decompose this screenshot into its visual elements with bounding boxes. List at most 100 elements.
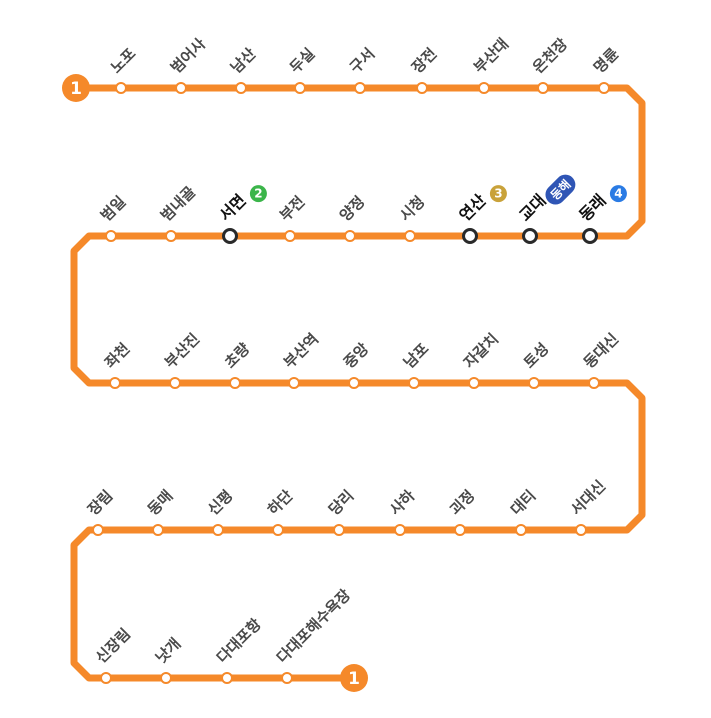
station-marker — [598, 82, 610, 94]
station-marker — [212, 524, 224, 536]
station-marker — [105, 230, 117, 242]
station-marker — [294, 82, 306, 94]
station-label: 자갈치 — [460, 330, 502, 372]
station-marker — [478, 82, 490, 94]
line-start-marker: 1 — [62, 74, 90, 102]
station-marker — [354, 82, 366, 94]
station-label: 초량 — [221, 339, 253, 371]
station-label: 교대 — [515, 191, 549, 225]
station-label: 남포 — [400, 339, 432, 371]
station-label: 괴정 — [446, 487, 478, 519]
stations-layer — [92, 82, 610, 684]
station-label: 부전 — [276, 193, 308, 225]
badge-shape — [609, 185, 627, 203]
station-label: 명륜 — [590, 44, 622, 76]
station-marker — [100, 672, 112, 684]
station-label: 범내골 — [157, 183, 199, 225]
station-marker — [221, 672, 233, 684]
line-number-label: 1 — [70, 79, 82, 99]
station-label: 동매 — [144, 487, 176, 519]
station-marker — [468, 377, 480, 389]
station-label: 다대포해수욕장 — [273, 586, 354, 667]
station-marker — [169, 377, 181, 389]
station-label: 장전 — [408, 45, 440, 77]
badge-shape — [489, 185, 507, 203]
station-label: 좌천 — [101, 340, 133, 372]
station-marker — [281, 672, 293, 684]
station-marker — [109, 377, 121, 389]
station-marker — [333, 524, 345, 536]
line-number-label: 1 — [348, 669, 360, 689]
transfer-badge: 4 — [609, 185, 627, 203]
station-marker — [165, 230, 177, 242]
station-label: 서대신 — [567, 477, 609, 519]
station-label: 서면 — [215, 191, 249, 225]
badge-label: 2 — [254, 187, 262, 201]
transfer-badge: 3 — [489, 185, 507, 203]
station-marker — [115, 82, 127, 94]
station-label: 구서 — [346, 45, 378, 77]
transfer-station-marker — [582, 228, 598, 244]
station-marker — [152, 524, 164, 536]
station-marker — [408, 377, 420, 389]
station-marker — [416, 82, 428, 94]
station-label: 대티 — [507, 487, 539, 519]
station-label: 온천장 — [529, 35, 571, 77]
station-label: 시청 — [396, 193, 428, 225]
badge-shape — [545, 174, 576, 205]
station-label: 양정 — [336, 193, 368, 225]
transfer-station-marker — [222, 228, 238, 244]
station-marker — [175, 82, 187, 94]
station-marker — [575, 524, 587, 536]
station-marker — [288, 377, 300, 389]
station-marker — [404, 230, 416, 242]
line-end-marker: 1 — [340, 664, 368, 692]
station-label: 부산역 — [280, 330, 322, 372]
station-label: 신평 — [204, 487, 236, 519]
station-marker — [92, 524, 104, 536]
station-label: 노포 — [107, 44, 139, 76]
station-label: 동래 — [575, 191, 609, 225]
station-label: 연산 — [455, 190, 489, 224]
station-label: 낫개 — [152, 635, 184, 667]
station-label: 동대신 — [580, 330, 622, 372]
station-marker — [537, 82, 549, 94]
station-label: 다대포항 — [213, 615, 265, 667]
station-marker — [348, 377, 360, 389]
station-marker — [454, 524, 466, 536]
transfer-station-marker — [522, 228, 538, 244]
badge-label: 3 — [494, 187, 502, 201]
badge-shape — [249, 185, 267, 203]
transfer-badge: 2 — [249, 185, 267, 203]
station-label: 부산진 — [161, 330, 203, 372]
station-label: 범어사 — [167, 35, 209, 77]
station-marker — [344, 230, 356, 242]
station-marker — [272, 524, 284, 536]
station-label: 사하 — [386, 486, 418, 518]
station-marker — [160, 672, 172, 684]
station-marker — [588, 377, 600, 389]
station-label: 범일 — [97, 193, 129, 225]
station-label: 남산 — [227, 44, 259, 76]
station-marker — [229, 377, 241, 389]
station-label: 두실 — [286, 45, 318, 77]
terminal-markers-layer: 11 — [62, 74, 368, 692]
station-label: 당리 — [325, 487, 357, 519]
station-label: 중앙 — [340, 339, 372, 371]
station-marker — [394, 524, 406, 536]
line-number-circle — [340, 664, 368, 692]
station-label: 토성 — [520, 340, 552, 372]
transfer-station-marker — [462, 228, 478, 244]
station-marker — [528, 377, 540, 389]
station-label: 장림 — [84, 487, 116, 519]
line-number-circle — [62, 74, 90, 102]
station-label: 신장림 — [92, 625, 134, 667]
station-label: 부산대 — [470, 35, 512, 77]
badge-label: 4 — [614, 187, 622, 201]
station-label: 하단 — [264, 486, 296, 518]
station-marker — [515, 524, 527, 536]
station-marker — [284, 230, 296, 242]
